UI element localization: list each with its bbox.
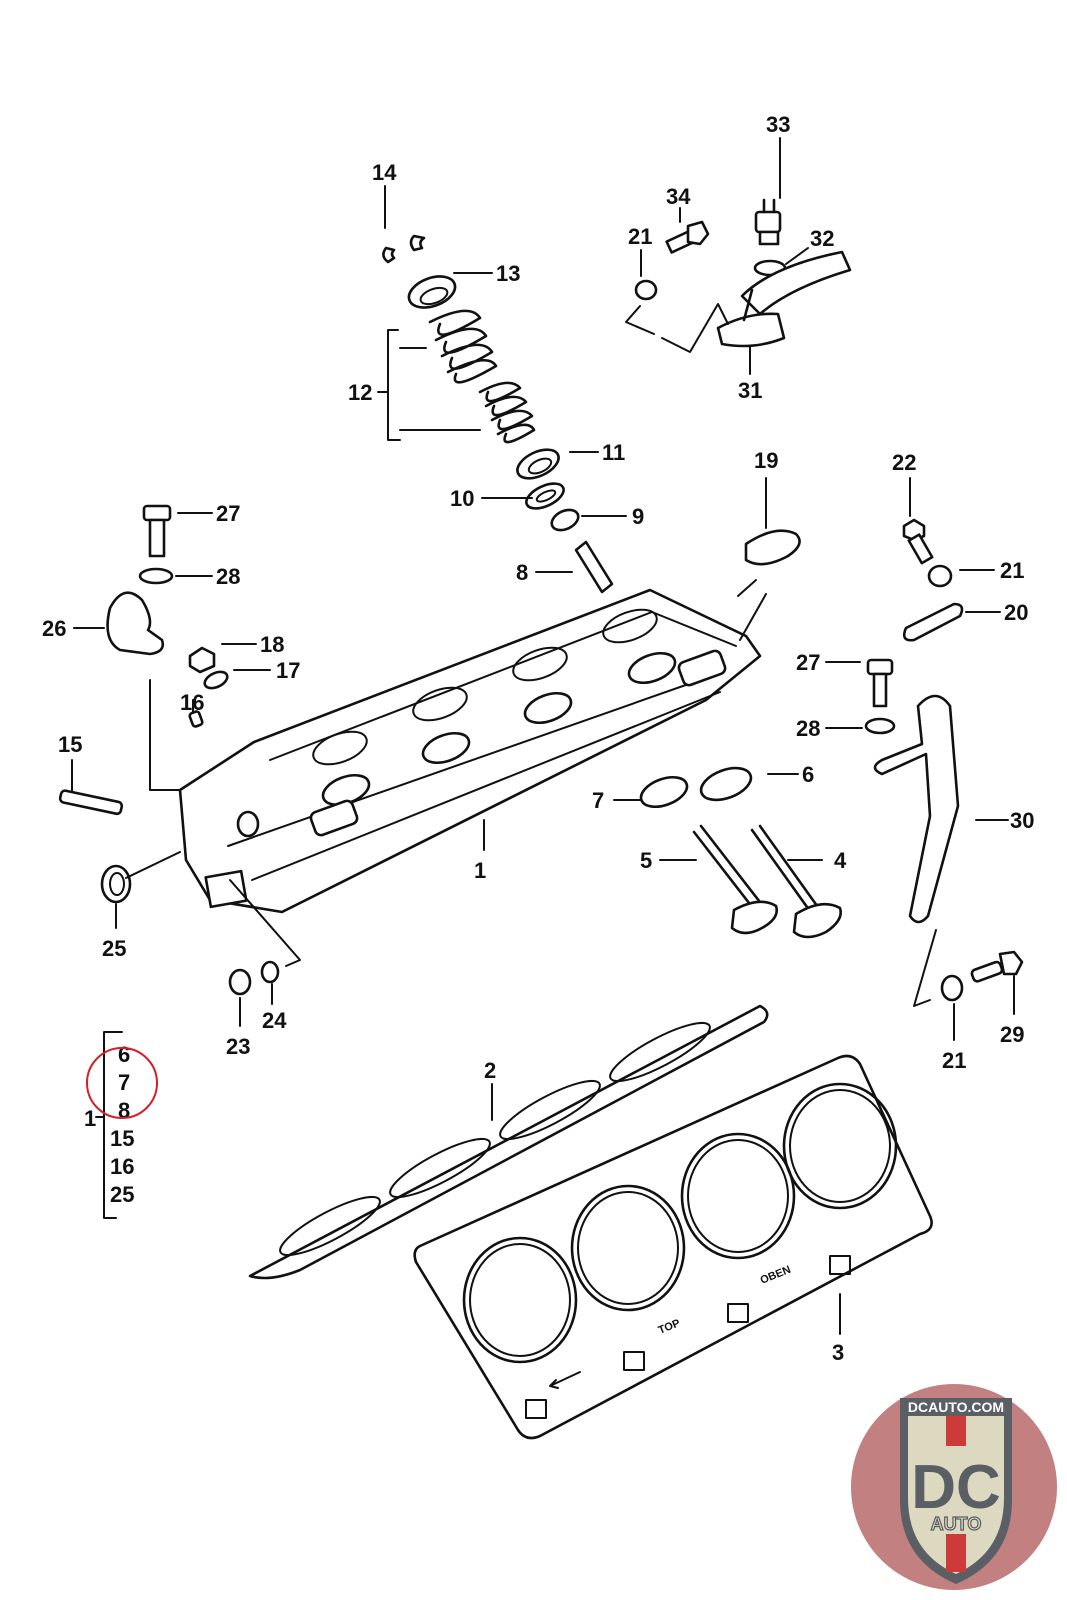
assembly-item: 7	[118, 1070, 130, 1095]
spring-retainer	[407, 275, 457, 309]
callout-33: 33	[766, 112, 790, 137]
spring-seat	[516, 448, 560, 480]
callout-15: 15	[58, 732, 82, 757]
washer	[634, 279, 658, 301]
shaft-seal-inner	[109, 872, 125, 896]
callout-5: 5	[640, 848, 652, 873]
assembly-item: 25	[110, 1182, 134, 1207]
shaft-seal	[100, 864, 132, 904]
assembly-list: 1 6 7 8 15 16 25	[84, 1031, 158, 1219]
callout-25: 25	[102, 936, 126, 961]
logo-site: DCAUTO.COM	[908, 1399, 1004, 1415]
logo-stripe	[946, 1416, 966, 1446]
washer	[940, 974, 964, 1002]
callout-10: 10	[450, 486, 474, 511]
callout-2: 2	[484, 1058, 496, 1083]
logo-word: AUTO	[931, 1514, 982, 1534]
assembly-bracket-line	[737, 579, 767, 641]
coolant-flange	[716, 250, 852, 348]
assembly-item: 6	[118, 1042, 130, 1067]
assembly-bracket-line	[229, 879, 301, 967]
exhaust-gasket	[744, 529, 801, 566]
intake-gasket	[248, 1004, 769, 1280]
bolt	[970, 950, 1024, 983]
cylinder-head	[178, 588, 762, 914]
callout-27-right: 27	[796, 650, 820, 675]
callout-20: 20	[1004, 600, 1028, 625]
assembly-item: 15	[110, 1126, 134, 1151]
valve-seat-intake	[699, 766, 753, 802]
callout-16: 16	[180, 690, 204, 715]
callout-31: 31	[738, 378, 762, 403]
callout-7: 7	[592, 788, 604, 813]
callout-17: 17	[276, 658, 300, 683]
bolt	[866, 658, 894, 708]
logo-monogram: DC	[911, 1453, 1001, 1522]
assembly-bracket-line	[149, 679, 181, 791]
callout-13: 13	[496, 261, 520, 286]
assembly-bracket-line	[625, 303, 729, 353]
callout-1: 1	[474, 858, 486, 883]
assembly-bracket-line	[913, 929, 937, 1007]
callout-19: 19	[754, 448, 778, 473]
callout-labels: 1 2 3 4 5 6 7 8 9 10 11 12 13 14 15 16 1…	[42, 112, 1034, 1365]
washer	[138, 567, 174, 585]
callout-18: 18	[260, 632, 284, 657]
callout-28-right: 28	[796, 716, 820, 741]
washer	[203, 670, 229, 690]
bolt	[902, 518, 934, 565]
bolt	[142, 504, 172, 558]
callout-8: 8	[516, 560, 528, 585]
valve-stem-seal	[550, 508, 580, 532]
callout-12: 12	[348, 380, 372, 405]
assembly-item: 8	[118, 1098, 130, 1123]
assembly-item: 16	[110, 1154, 134, 1179]
callout-23: 23	[226, 1034, 250, 1059]
sealing-ring	[260, 960, 280, 984]
stud	[58, 789, 124, 816]
intake-valve	[750, 824, 842, 939]
callout-6: 6	[802, 762, 814, 787]
logo-stripe	[946, 1534, 966, 1572]
dcauto-logo: DCAUTO.COM DC AUTO	[851, 1384, 1057, 1590]
callout-4: 4	[834, 848, 847, 873]
assembly-parent: 1	[84, 1106, 96, 1131]
callout-30: 30	[1010, 808, 1034, 833]
callout-26: 26	[42, 616, 66, 641]
lifting-eye-bracket	[106, 591, 165, 656]
callout-21-top: 21	[628, 224, 652, 249]
valve-seat-exhaust	[639, 775, 689, 809]
callout-32: 32	[810, 226, 834, 251]
callout-21-right: 21	[1000, 558, 1024, 583]
valve-guide	[574, 540, 614, 594]
plug	[228, 968, 252, 996]
callout-3: 3	[832, 1340, 844, 1365]
washer	[864, 717, 896, 735]
callout-24: 24	[262, 1008, 287, 1033]
exhaust-valve	[692, 824, 778, 935]
callout-27-left: 27	[216, 501, 240, 526]
callout-14: 14	[372, 160, 397, 185]
callout-9: 9	[632, 504, 644, 529]
valve-springs	[428, 309, 536, 444]
callout-34: 34	[666, 184, 691, 209]
leader-lines	[71, 137, 1015, 1335]
highlight-circle	[86, 1047, 158, 1119]
head-gasket: TOP OBEN	[413, 1054, 933, 1440]
callout-29: 29	[1000, 1022, 1024, 1047]
washer	[927, 564, 953, 588]
callout-22: 22	[892, 450, 916, 475]
callout-28-left: 28	[216, 564, 240, 589]
temperature-sender	[754, 198, 782, 246]
valve-keepers	[382, 234, 426, 264]
callout-21-bottom: 21	[942, 1048, 966, 1073]
bolt	[665, 220, 710, 254]
callout-11: 11	[602, 440, 625, 465]
logo-shield	[908, 1416, 1004, 1574]
support-bracket	[873, 694, 960, 924]
strap	[902, 602, 964, 642]
washer	[525, 482, 565, 510]
nut	[188, 646, 216, 674]
